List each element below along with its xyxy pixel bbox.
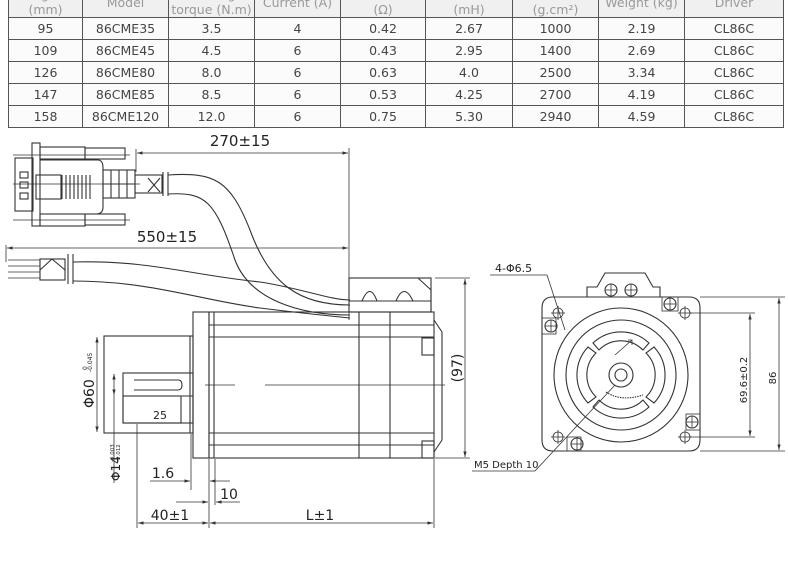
table-cell: 6 (254, 39, 341, 62)
table-cell: 5.30 (425, 105, 513, 128)
pilot-tolerance-upper: 0 (82, 366, 89, 370)
table-cell: 4.5 (168, 39, 255, 62)
table-cell: 86CME120 (82, 105, 169, 128)
table-cell: 1000 (512, 17, 599, 40)
shaft-diameter-label: Φ14 (109, 456, 123, 481)
encoder-cable (167, 173, 351, 306)
power-cable-length-label: 550±15 (137, 228, 197, 246)
screw-icon (604, 283, 618, 297)
side-view-dimensions: (97) Φ60 0 -0.045 Φ14 -0.003 -0.012 1.6 … (82, 277, 470, 528)
power-cable-end (8, 254, 74, 284)
table-cell: 2940 (512, 105, 599, 128)
table-cell: 0.53 (340, 83, 426, 106)
table-cell: CL86C (684, 83, 784, 106)
body-length-label: L±1 (306, 508, 334, 524)
screw-icon (541, 317, 558, 335)
table-cell: CL86C (684, 105, 784, 128)
pilot-tolerance-lower: -0.045 (87, 352, 94, 372)
shaft-tolerance-upper: -0.003 (110, 444, 116, 462)
shaft-tolerance-lower: -0.012 (116, 444, 122, 462)
pilot-diameter-label: Φ60 (82, 379, 98, 408)
table-cell: 0.75 (340, 105, 426, 128)
table-cell: 4 (254, 17, 341, 40)
screw-icon (566, 436, 584, 452)
table-cell: CL86C (684, 39, 784, 62)
center-tap-label: M5 Depth 10 (474, 460, 539, 471)
table-cell: 86CME35 (82, 17, 169, 40)
flange-size-label: 86 (768, 372, 779, 385)
flange-thickness-label: 10 (220, 487, 238, 503)
key-length-label: 25 (153, 409, 167, 422)
table-header-cell: Resistance (Ω) (340, 0, 426, 18)
encoder-connector (13, 142, 169, 227)
mount-hole-icon (551, 430, 565, 444)
table-cell: 4.0 (425, 61, 513, 84)
table-cell: 2500 (512, 61, 599, 84)
mount-hole-icon (678, 430, 692, 444)
table-cell: 158 (8, 105, 83, 128)
table-cell: 2.67 (425, 17, 513, 40)
screw-icon (624, 283, 638, 297)
table-header-cell: Rotor inertia (g.cm²) (512, 0, 599, 18)
table-cell: 86CME80 (82, 61, 169, 84)
body-height-label: (97) (450, 354, 466, 383)
table-cell: 95 (8, 17, 83, 40)
table-cell: 86CME85 (82, 83, 169, 106)
screw-icon (685, 413, 701, 431)
hole-spacing-label: 69.6±0.2 (739, 357, 750, 404)
front-view-dimensions: 4-Φ6.5 M5 Depth 10 69.6±0.2 86 (472, 262, 785, 472)
table-cell: 1400 (512, 39, 599, 62)
motor-side-view: 25 (103, 277, 445, 459)
table-header-cell: Holding torque (N.m) (168, 0, 255, 18)
table-cell: 6 (254, 105, 341, 128)
table-cell: CL86C (684, 17, 784, 40)
table-cell: 2.19 (598, 17, 685, 40)
table-cell: 4.25 (425, 83, 513, 106)
pilot-depth-label: 1.6 (152, 466, 174, 482)
table-cell: 6 (254, 83, 341, 106)
table-cell: 0.63 (340, 61, 426, 84)
table-header-cell: Current (A) (254, 0, 341, 18)
pilot-diameter-value: Φ60 (82, 379, 98, 408)
mount-hole-icon (678, 306, 692, 320)
motor-front-view (541, 272, 701, 452)
table-cell: 126 (8, 61, 83, 84)
encoder-cable-length-label: 270±15 (210, 132, 270, 150)
table-cell: 3.34 (598, 61, 685, 84)
power-cable (72, 261, 351, 301)
table-cell: 147 (8, 83, 83, 106)
shaft-length-label: 40±1 (151, 508, 189, 524)
table-cell: 3.5 (168, 17, 255, 40)
table-cell: 12.0 (168, 105, 255, 128)
cable-dimensions: 270±15 550±15 (5, 132, 350, 320)
table-cell: 8.0 (168, 61, 255, 84)
table-cell: 4.19 (598, 83, 685, 106)
table-header-row: Length L (mm)ModelHolding torque (N.m)Cu… (8, 0, 784, 18)
mount-holes-label: 4-Φ6.5 (495, 262, 532, 275)
spec-table: Length L (mm)ModelHolding torque (N.m)Cu… (8, 0, 784, 128)
connector-grip-ribs (61, 175, 91, 199)
screw-icon (661, 296, 679, 312)
table-cell: 86CME45 (82, 39, 169, 62)
